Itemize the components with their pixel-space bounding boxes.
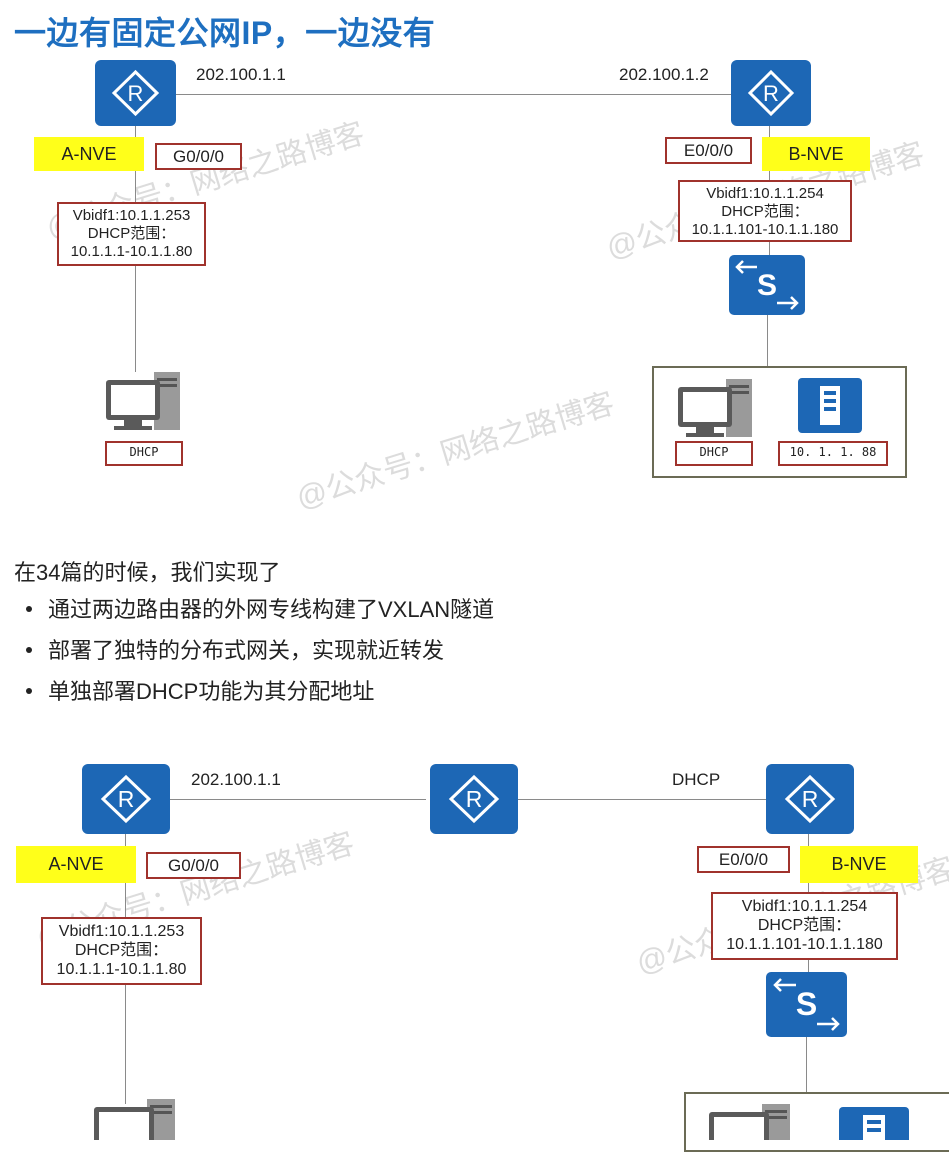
server-icon <box>839 1107 909 1140</box>
vbdif-line: DHCP范围： <box>721 203 809 220</box>
bullet-icon <box>26 606 32 613</box>
bullet-list: 通过两边路由器的外网专线构建了VXLAN隧道 部署了独特的分布式网关，实现就近转… <box>26 592 494 715</box>
bullet-text: 部署了独特的分布式网关，实现就近转发 <box>48 638 445 663</box>
router-icon: R <box>82 764 170 834</box>
b-port-label: E0/0/0 <box>697 846 790 873</box>
svg-text:R: R <box>128 81 144 106</box>
a-vbdif-box: Vbidf1:10.1.1.253 DHCP范围： 10.1.1.1-10.1.… <box>41 917 202 985</box>
router-left-ip: 202.100.1.1 <box>196 65 286 84</box>
b-vbdif-box: Vbidf1:10.1.1.254 DHCP范围： 10.1.1.101-10.… <box>711 892 898 960</box>
intro-text: 在34篇的时候，我们实现了 <box>14 560 281 585</box>
b-nve-label: B-NVE <box>762 137 870 171</box>
a-nve-label: A-NVE <box>34 137 144 171</box>
pc-icon <box>676 377 754 439</box>
list-item: 通过两边路由器的外网专线构建了VXLAN隧道 <box>26 592 494 633</box>
vbdif-line: 10.1.1.1-10.1.1.80 <box>70 243 193 260</box>
svg-text:R: R <box>466 786 483 812</box>
pc-icon <box>92 1097 178 1140</box>
svg-text:R: R <box>118 786 135 812</box>
vbdif-line: DHCP范围： <box>757 917 852 934</box>
b-nve-label: B-NVE <box>800 846 918 883</box>
pc-icon <box>707 1102 793 1140</box>
router-icon: R <box>731 60 811 126</box>
link-line <box>176 94 731 95</box>
list-item: 单独部署DHCP功能为其分配地址 <box>26 674 494 715</box>
right-link-label: DHCP <box>672 770 721 789</box>
svg-text:S: S <box>757 269 777 302</box>
switch-icon: S <box>766 972 847 1037</box>
b-port-label: E0/0/0 <box>665 137 752 164</box>
b-host-group <box>652 366 907 478</box>
pc-icon <box>104 370 182 432</box>
svg-text:S: S <box>796 986 817 1022</box>
vbdif-line: DHCP范围： <box>74 942 169 959</box>
bullet-icon <box>26 647 32 654</box>
vbdif-line: 10.1.1.101-10.1.1.180 <box>691 221 839 238</box>
vbdif-line: DHCP范围： <box>87 225 176 242</box>
switch-icon: S <box>729 255 805 315</box>
vbdif-line: Vbidf1:10.1.1.253 <box>72 207 191 224</box>
vbdif-line: Vbidf1:10.1.1.253 <box>58 923 185 940</box>
a-nve-label: A-NVE <box>16 846 136 883</box>
a-port-label: G0/0/0 <box>155 143 242 170</box>
router-icon: R <box>766 764 854 834</box>
router-left-ip: 202.100.1.1 <box>191 770 281 789</box>
link-line <box>767 315 768 367</box>
b-server-label: 10. 1. 1. 88 <box>778 441 888 466</box>
svg-text:R: R <box>802 786 819 812</box>
vbdif-line: Vbidf1:10.1.1.254 <box>706 185 824 202</box>
router-right-ip: 202.100.1.2 <box>619 65 709 84</box>
svg-text:R: R <box>763 81 779 106</box>
bullet-icon <box>26 688 32 695</box>
bullet-text: 单独部署DHCP功能为其分配地址 <box>48 679 375 704</box>
page-title: 一边有固定公网IP，一边没有 <box>14 15 436 51</box>
b-pc-label: DHCP <box>675 441 753 466</box>
vbdif-line: 10.1.1.1-10.1.1.80 <box>56 961 187 978</box>
server-icon <box>798 378 862 433</box>
a-port-label: G0/0/0 <box>146 852 241 879</box>
vbdif-line: 10.1.1.101-10.1.1.180 <box>726 936 883 953</box>
list-item: 部署了独特的分布式网关，实现就近转发 <box>26 633 494 674</box>
router-icon: R <box>95 60 176 126</box>
a-vbdif-box: Vbidf1:10.1.1.253 DHCP范围： 10.1.1.1-10.1.… <box>57 202 206 266</box>
bullet-text: 通过两边路由器的外网专线构建了VXLAN隧道 <box>48 597 495 622</box>
link-line <box>518 799 766 800</box>
b-vbdif-box: Vbidf1:10.1.1.254 DHCP范围： 10.1.1.101-10.… <box>678 180 852 242</box>
a-pc-label: DHCP <box>105 441 183 466</box>
link-line <box>170 799 426 800</box>
router-icon: R <box>430 764 518 834</box>
watermark: @公众号：网络之路博客 <box>292 386 619 516</box>
vbdif-line: Vbidf1:10.1.1.254 <box>741 898 868 915</box>
link-line <box>806 1037 807 1092</box>
